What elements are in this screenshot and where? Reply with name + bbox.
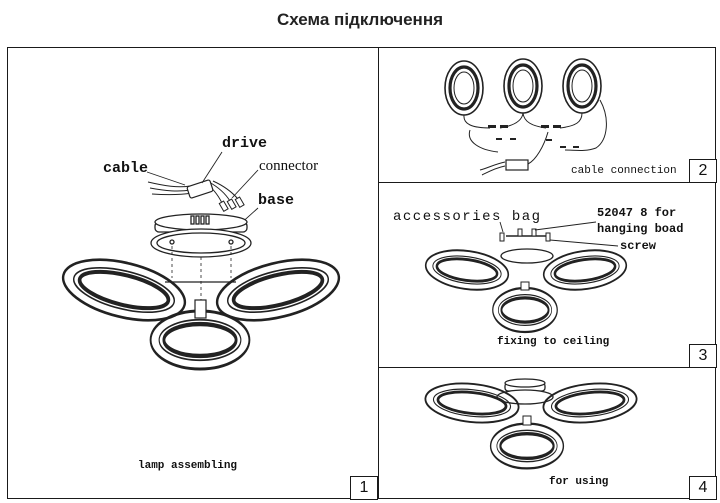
label-hanging-board-line1: 52047 8 for (597, 206, 677, 220)
label-drive: drive (222, 135, 268, 152)
panel-number-3: 3 (689, 344, 717, 368)
cable-connection-drawing (443, 57, 607, 176)
caption-lamp-assembling: lamp assembling (138, 460, 238, 472)
panel-number-1: 1 (350, 476, 378, 500)
label-screw: screw (620, 239, 657, 253)
caption-cable-connection: cable connection (571, 165, 677, 177)
page-title: Схема підключення (276, 10, 443, 29)
label-base: base (258, 192, 295, 209)
drive-box (186, 179, 214, 199)
lamp-body-part (57, 249, 345, 369)
panel-for-using (378, 367, 716, 499)
fixing-to-ceiling-drawing (421, 221, 631, 334)
panel-number-4: 4 (689, 476, 717, 500)
label-accessories-bag: accessories bag (393, 209, 542, 225)
caption-for-using: for using (549, 476, 609, 488)
lamp-base-part (150, 213, 252, 258)
label-hanging-board-line2: hanging boad (597, 222, 684, 236)
label-connector: connector (259, 158, 319, 174)
panel-number-2: 2 (689, 159, 717, 183)
connector-plugs (218, 196, 245, 213)
caption-fixing-to-ceiling: fixing to ceiling (497, 336, 610, 348)
for-using-drawing (422, 377, 640, 471)
label-cable: cable (103, 160, 149, 177)
